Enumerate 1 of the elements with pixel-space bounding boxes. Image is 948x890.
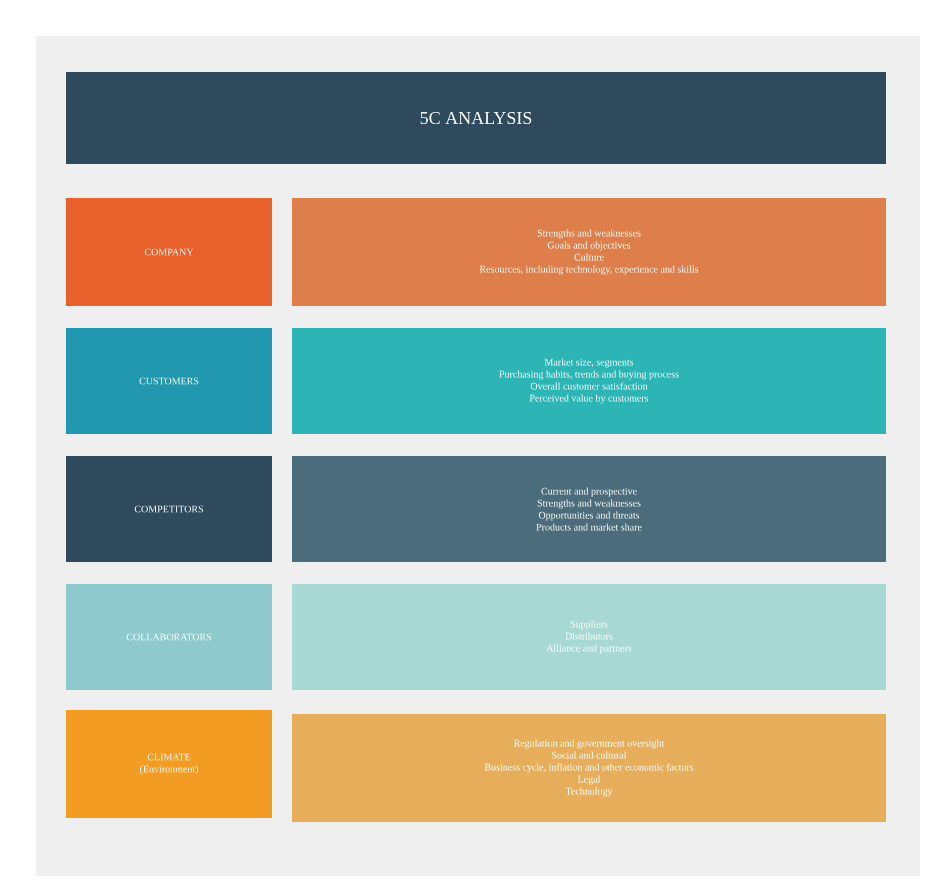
title-box: 5C ANALYSIS bbox=[66, 72, 886, 164]
